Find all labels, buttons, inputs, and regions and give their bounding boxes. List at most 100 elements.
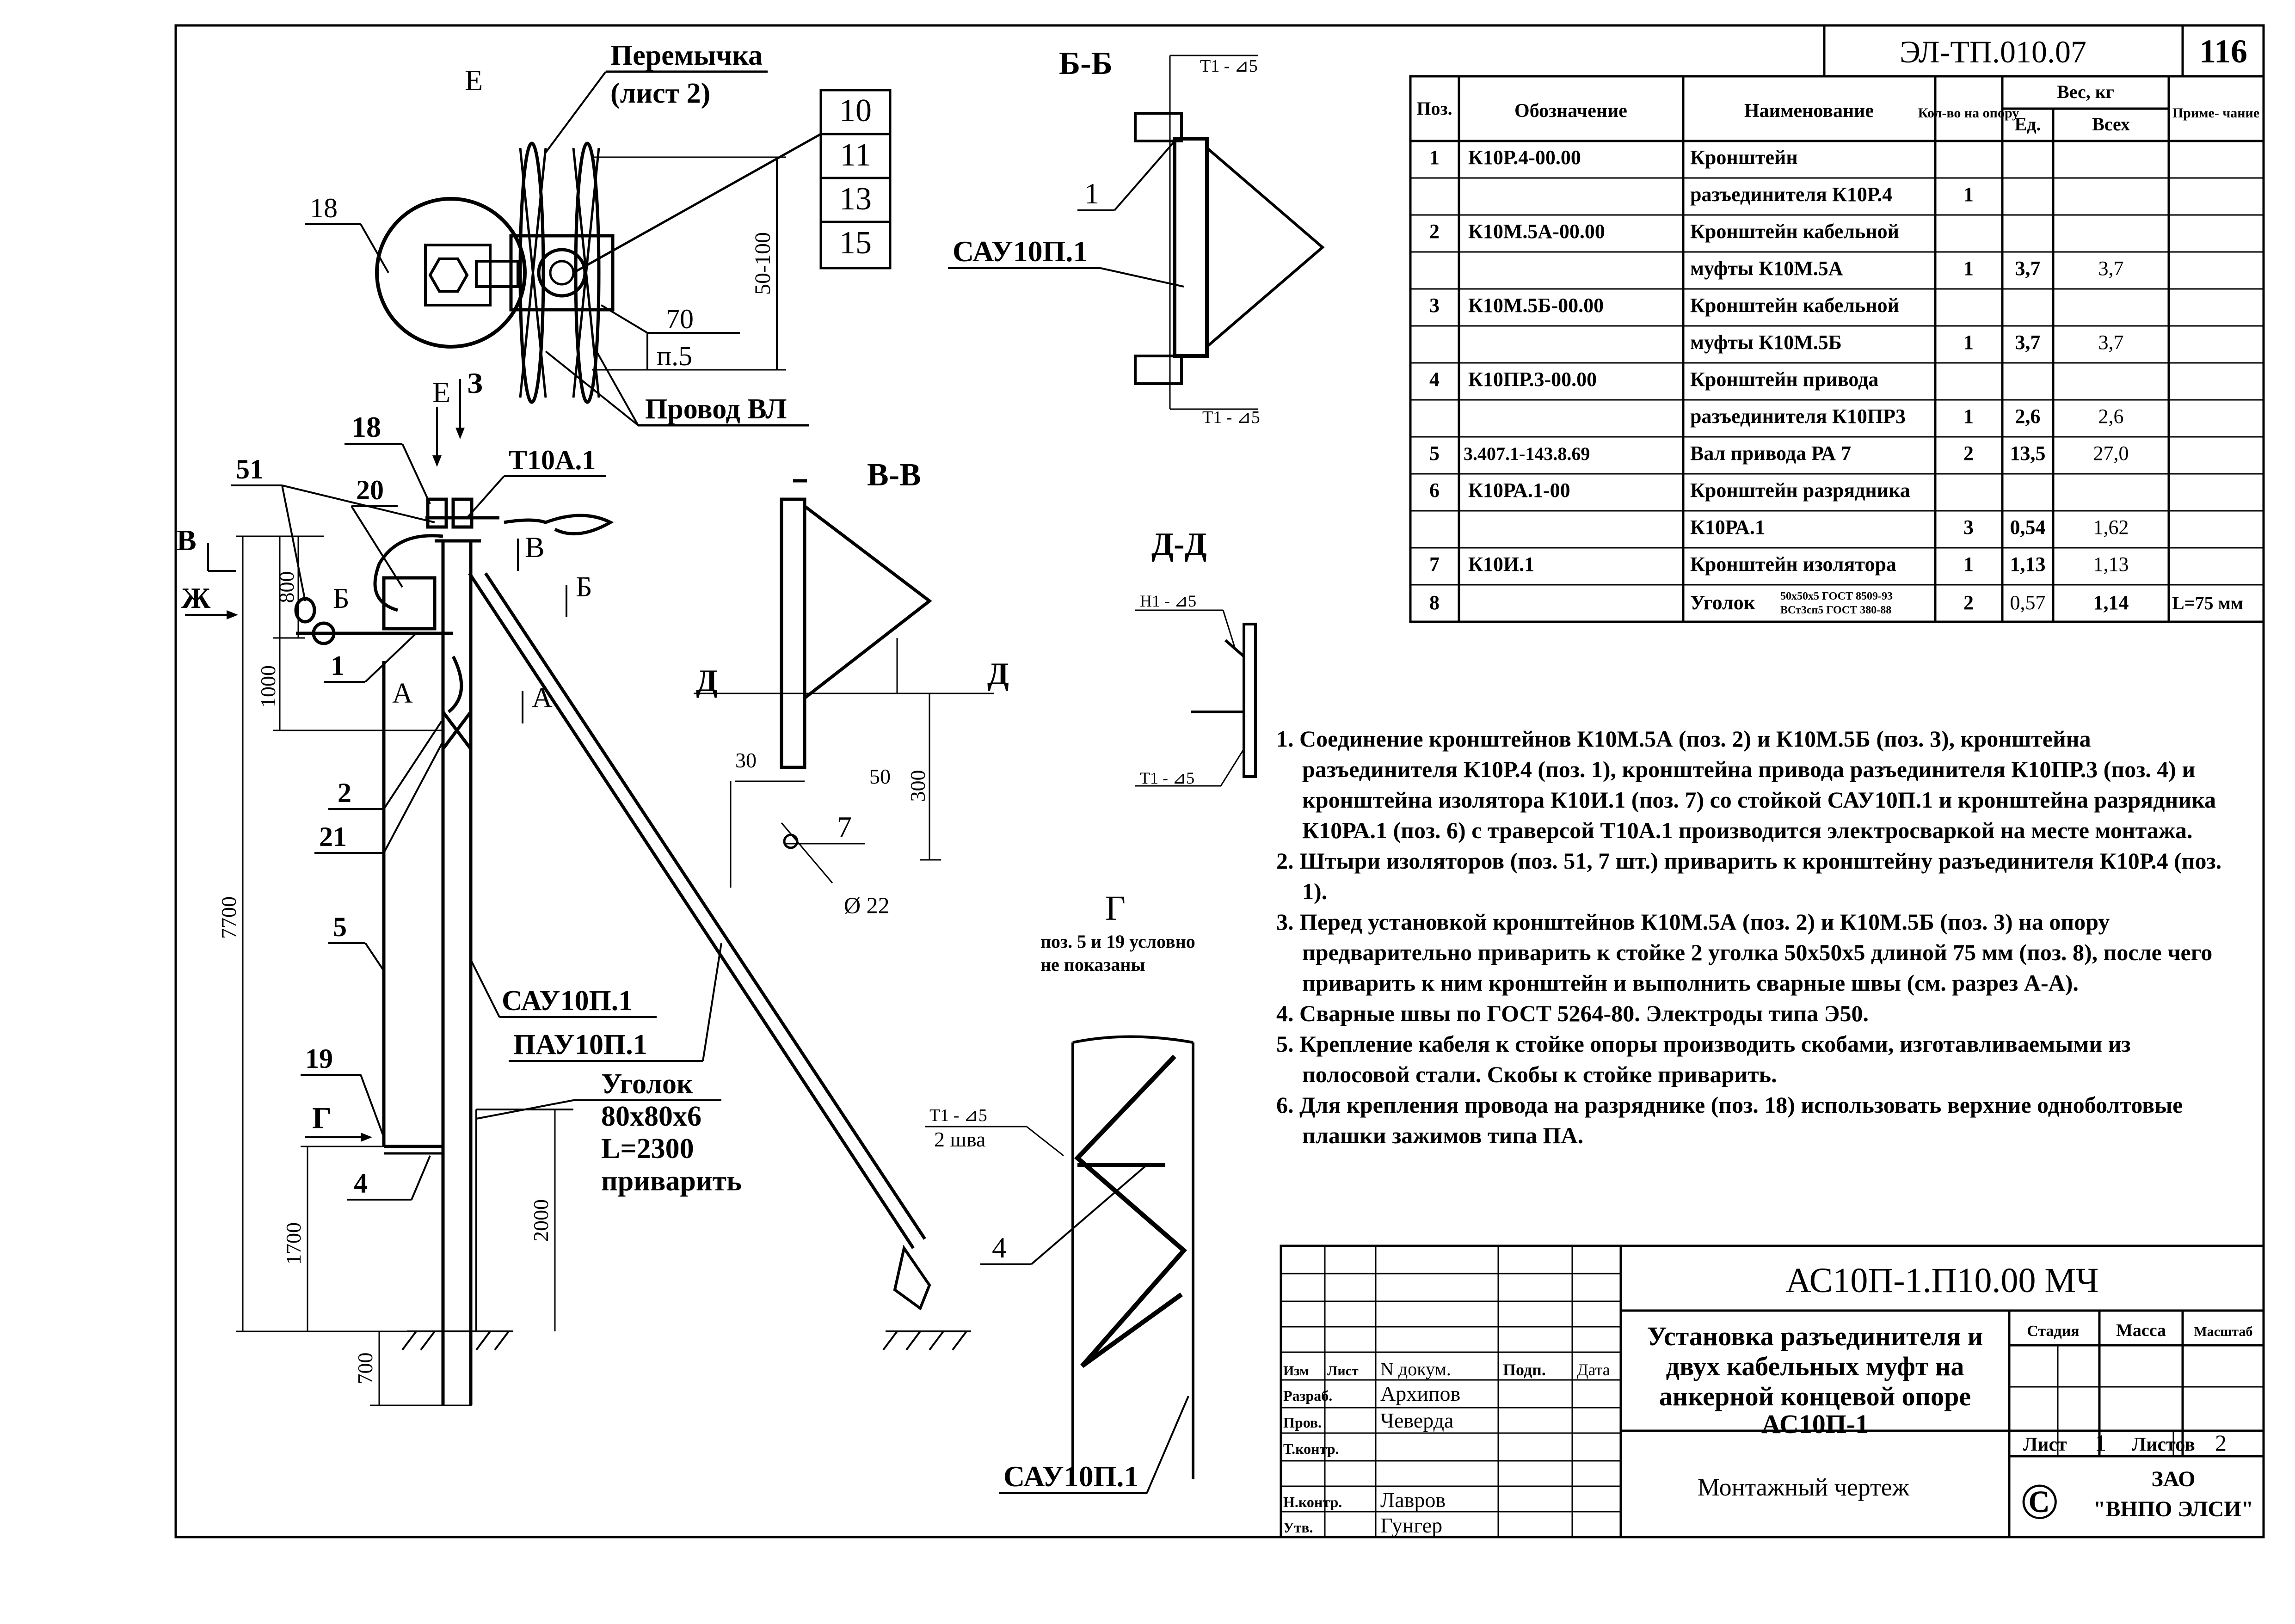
- main-strut: ПАУ10П.1: [513, 1029, 647, 1060]
- tb-title: Установка разъединителя и двух кабельных…: [1647, 1321, 1983, 1439]
- svg-text:муфты К10М.5Б: муфты К10М.5Б: [1690, 331, 1842, 354]
- cut-b-left: Б: [333, 583, 350, 614]
- title-block: Изм Лист N докум. Подп. Дата Разраб. Про…: [1280, 1244, 2265, 1538]
- svg-text:1,13: 1,13: [2093, 553, 2129, 576]
- main-pos-51: 51: [236, 454, 264, 484]
- spec-table-frame: [1409, 75, 2265, 623]
- section-bb: Б-Б Т1 - ⊿5 Т1 - ⊿5 1 САУ10П.1: [948, 46, 1325, 427]
- svg-text:3.407.1-143.8.69: 3.407.1-143.8.69: [1464, 443, 1590, 464]
- svg-text:муфты К10М.5А: муфты К10М.5А: [1690, 257, 1843, 280]
- section-bb-pos-1: 1: [1084, 177, 1099, 210]
- tb-role: Разраб.: [1283, 1387, 1332, 1404]
- section-bb-weld-top: Т1 - ⊿5: [1200, 56, 1258, 76]
- tb-mass-label: Масса: [2116, 1321, 2166, 1340]
- dim-50-100: 50-100: [751, 232, 775, 295]
- tb-title-line: двух кабельных муфт на: [1666, 1351, 1964, 1381]
- note-item: 4. Сварные швы по ГОСТ 5264-80. Электрод…: [1276, 1000, 1869, 1026]
- svg-text:2: 2: [1963, 442, 1974, 465]
- arrow-z: З: [467, 367, 483, 399]
- note-item: 5. Крепление кабеля к стойке опоры произ…: [1276, 1031, 2131, 1087]
- svg-text:3,7: 3,7: [2015, 331, 2041, 354]
- spec-headers: Поз. Обозначение Наименование Кол-во на …: [1416, 81, 2259, 135]
- angle-label-2: 80х80х6: [601, 1101, 701, 1132]
- tb-scale-label: Масштаб: [2194, 1324, 2252, 1339]
- doc-code: ЭЛ-ТП.010.07: [1900, 34, 2086, 69]
- spec-header-unit: Ед.: [2015, 114, 2041, 135]
- callout-13: 13: [839, 181, 872, 217]
- svg-text:1: 1: [1963, 257, 1974, 280]
- view-g-stand: САУ10П.1: [1003, 1460, 1138, 1493]
- svg-text:2: 2: [1429, 220, 1440, 243]
- cut-a-right: А: [532, 682, 553, 714]
- note-item: 1. Соединение кронштейнов К10М.5А (поз. …: [1276, 726, 2216, 843]
- tb-doc-type: Монтажный чертеж: [1698, 1473, 1910, 1501]
- svg-text:27,0: 27,0: [2093, 442, 2129, 465]
- tb-company-2: "ВНПО ЭЛСИ": [2093, 1497, 2254, 1521]
- dim-7700: 7700: [217, 896, 240, 939]
- spec-header-qty: Кол-во на опору: [1918, 105, 2019, 121]
- svg-text:К10Р.4-00.00: К10Р.4-00.00: [1468, 146, 1581, 169]
- tb-sheets-value: 2: [2215, 1430, 2227, 1456]
- tb-sheet-value: 1: [2095, 1430, 2106, 1456]
- svg-text:разъединителя К10Р.4: разъединителя К10Р.4: [1690, 183, 1892, 206]
- spec-header-weight: Вес, кг: [2057, 81, 2114, 102]
- spec-row-lines: [1410, 177, 2264, 586]
- view-g-weld-count: 2 шва: [934, 1128, 985, 1151]
- note-item: 2. Штыри изоляторов (поз. 51, 7 шт.) при…: [1276, 848, 2222, 904]
- tb-col-podp: Подп.: [1503, 1360, 1546, 1379]
- svg-text:8: 8: [1429, 591, 1440, 614]
- sheet-frame: [174, 24, 2265, 1538]
- svg-text:разъединителя К10ПР3: разъединителя К10ПР3: [1690, 405, 1906, 428]
- jumper-label: Перемычка: [610, 40, 763, 71]
- dim-700: 700: [353, 1353, 377, 1385]
- section-dd-weld-top: Н1 - ⊿5: [1140, 592, 1196, 610]
- svg-text:6: 6: [1429, 479, 1440, 502]
- tb-title-line: АС10П-1: [1761, 1409, 1869, 1439]
- svg-text:13,5: 13,5: [2010, 442, 2046, 465]
- tb-stage-label: Стадия: [2027, 1323, 2079, 1340]
- svg-text:1: 1: [1429, 146, 1440, 169]
- wire-label: Провод ВЛ: [645, 393, 787, 425]
- svg-text:1,14: 1,14: [2093, 591, 2129, 614]
- tb-sheet-label: Лист: [2023, 1434, 2067, 1455]
- arrow-e: Е: [432, 376, 450, 409]
- tb-copyright: ©: [2020, 1473, 2058, 1530]
- title-grid: [1281, 1246, 1621, 1537]
- svg-text:2,6: 2,6: [2015, 405, 2041, 428]
- tb-roles: Разраб. Пров. Т.контр. Н.контр. Утв.: [1283, 1387, 1342, 1536]
- tb-names: Архипов Чеверда Лавров Гунгер: [1380, 1382, 1460, 1537]
- spec-header-total: Всех: [2092, 114, 2130, 135]
- section-bb-stand: САУ10П.1: [953, 235, 1088, 268]
- tb-col-ndoc: N докум.: [1380, 1359, 1451, 1379]
- sheet-number: 116: [2199, 33, 2247, 70]
- note-item: 6. Для крепления провода на разряднике (…: [1276, 1092, 2183, 1148]
- tb-title-line: Установка разъединителя и: [1647, 1321, 1983, 1351]
- spec-header-name: Наименование: [1744, 100, 1874, 122]
- cut-b-right: Б: [576, 571, 592, 603]
- tb-col-list: Лист: [1327, 1363, 1359, 1379]
- main-pos-5: 5: [333, 912, 347, 942]
- svg-text:0,57: 0,57: [2010, 591, 2046, 614]
- tb-name: Гунгер: [1380, 1514, 1442, 1537]
- tb-role: Пров.: [1283, 1414, 1322, 1431]
- dim-300: 300: [906, 770, 929, 802]
- section-vv-title: В-В: [867, 457, 921, 493]
- tb-role: Н.контр.: [1283, 1494, 1342, 1510]
- svg-text:1,62: 1,62: [2093, 516, 2129, 539]
- dim-50: 50: [869, 765, 891, 788]
- svg-text:К10И.1: К10И.1: [1468, 553, 1534, 576]
- svg-text:3,7: 3,7: [2015, 257, 2041, 280]
- svg-text:1,13: 1,13: [2010, 553, 2046, 576]
- svg-text:Кронштейн кабельной: Кронштейн кабельной: [1690, 294, 1899, 317]
- main-pos-18: 18: [351, 411, 381, 443]
- tb-col-data: Дата: [1577, 1360, 1610, 1379]
- spec-header-note: Приме- чание: [2172, 105, 2259, 121]
